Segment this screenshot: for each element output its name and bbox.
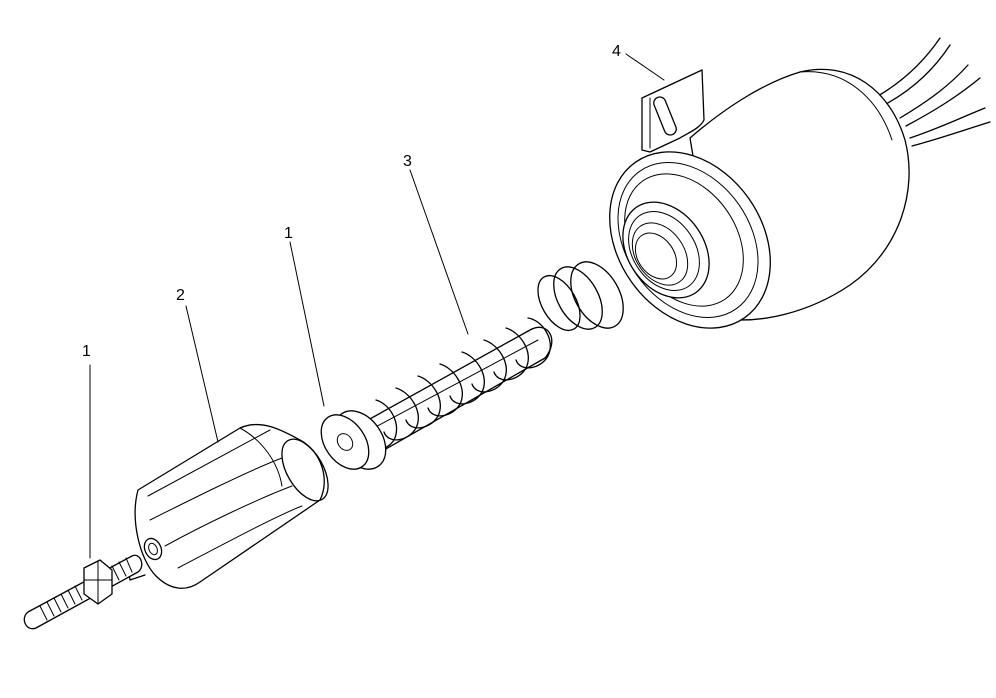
plunger-rod-with-spring — [349, 317, 553, 459]
callout-nut: 1 — [82, 343, 91, 360]
callout-bracket: 4 — [612, 43, 621, 60]
callout-spring: 3 — [403, 153, 412, 170]
lead-wires — [877, 37, 991, 147]
solenoid-coil — [609, 37, 991, 329]
plunger-housing — [127, 423, 329, 589]
callout-labels: 1 2 1 3 4 — [82, 43, 621, 360]
callout-plunger-housing: 2 — [176, 287, 185, 304]
plunger-cap — [320, 410, 387, 470]
spring-coils — [363, 317, 551, 451]
mounting-bracket — [641, 69, 705, 153]
stud-threads — [39, 557, 133, 621]
return-spring — [537, 261, 624, 331]
hex-nut — [83, 559, 113, 605]
threaded-stud — [23, 554, 143, 630]
callout-plunger-cap: 1 — [284, 225, 293, 242]
leader-lines — [89, 53, 665, 559]
